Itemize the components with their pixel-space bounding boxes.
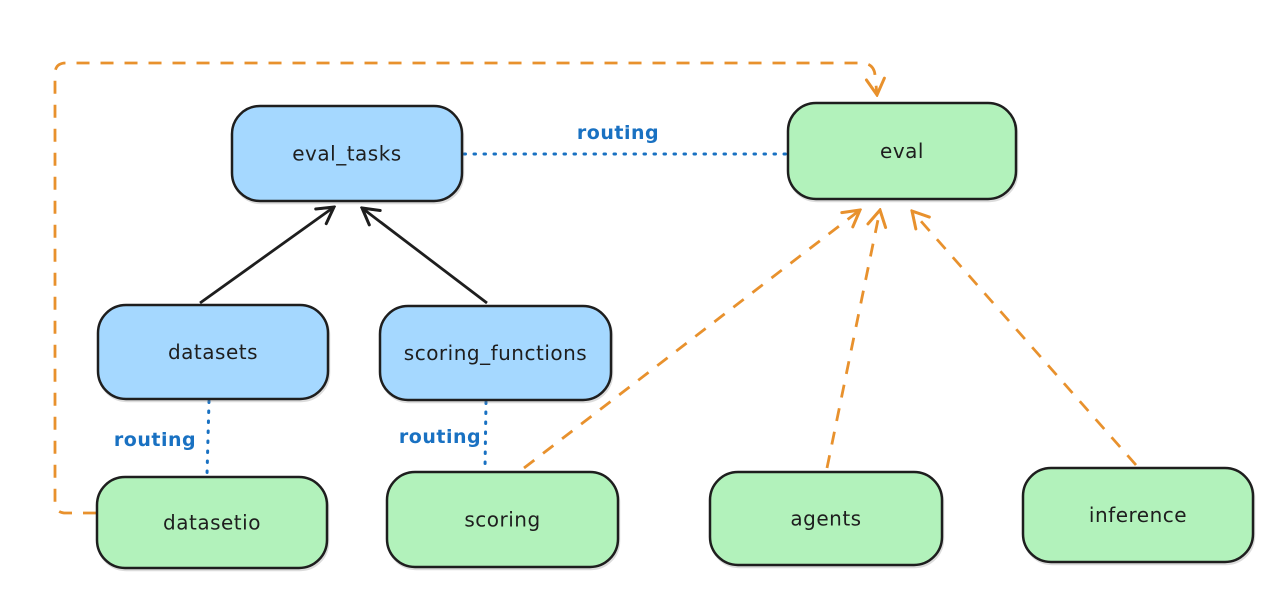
node-label-agents: agents: [790, 507, 861, 531]
edges-layer: [53, 61, 1138, 515]
node-label-datasetio: datasetio: [163, 511, 261, 535]
node-box-datasets: [96, 303, 330, 401]
edge-agents-to-eval: [825, 210, 880, 469]
node-datasetio: datasetio: [95, 475, 329, 570]
node-scoring_functions: scoring_functions: [378, 304, 613, 402]
node-label-eval: eval: [880, 139, 924, 163]
node-box-eval: [786, 101, 1018, 201]
routing-label: routing: [577, 122, 659, 144]
node-box-inference: [1021, 466, 1255, 564]
edge-scoring_functions-to-eval_tasks: [362, 208, 488, 305]
node-label-eval_tasks: eval_tasks: [292, 142, 401, 166]
edge-datasets-to-eval_tasks: [199, 207, 334, 305]
edge-inference-to-eval: [912, 211, 1138, 466]
node-eval_tasks: eval_tasks: [230, 104, 464, 203]
node-eval: eval: [786, 101, 1018, 201]
node-label-datasets: datasets: [168, 340, 258, 364]
edge-scoring_functions-to-scoring-routing: [483, 400, 488, 471]
node-box-scoring_functions: [378, 304, 613, 402]
node-inference: inference: [1021, 466, 1255, 564]
node-box-eval_tasks: [230, 104, 464, 203]
node-box-datasetio: [95, 475, 329, 570]
node-agents: agents: [708, 470, 944, 567]
nodes-layer: eval_tasks eval datasets scoring_functionsd…: [95, 101, 1255, 570]
edge-datasetio-to-eval: [53, 61, 877, 515]
edge-datasets-to-datasetio-routing: [205, 399, 211, 477]
routing-label: routing: [114, 429, 196, 451]
node-label-inference: inference: [1089, 503, 1187, 527]
node-box-agents: [708, 470, 944, 567]
node-label-scoring_functions: scoring_functions: [404, 341, 587, 365]
node-label-scoring: scoring: [464, 508, 540, 532]
node-datasets: datasets: [96, 303, 330, 401]
edge-labels-layer: routing routing routing: [114, 122, 659, 451]
routing-label: routing: [399, 426, 481, 448]
node-box-scoring: [385, 470, 620, 569]
node-scoring: scoring: [385, 470, 620, 569]
